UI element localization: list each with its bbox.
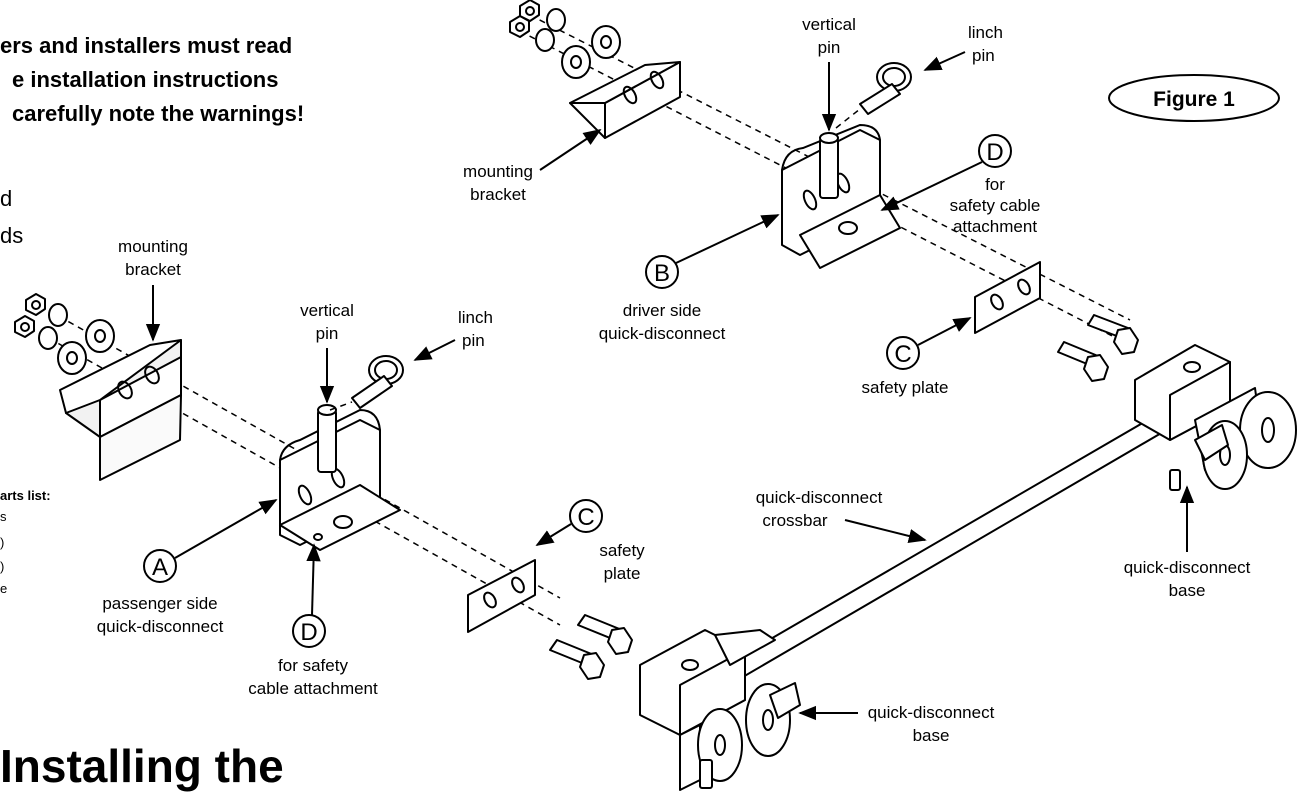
passenger-quick-disconnect [279,404,401,551]
label-safety-plate-left-2: plate [604,564,641,583]
label-linch-pin-left-1: linch [458,308,493,327]
label-linch-pin-left-2: pin [462,331,485,350]
arrow-linch-pin-right [923,51,966,71]
label-passenger-2: quick-disconnect [97,617,224,636]
label-cable-right-2: safety cable [950,196,1041,215]
label-cable-right-3: attachment [953,217,1037,236]
callout-d-left: D [300,619,317,646]
label-cable-left-1: for safety [278,656,348,675]
callout-a: A [152,554,168,581]
arrow-crossbar [844,519,927,544]
label-mounting-bracket-right-1: mounting [463,162,533,181]
arrow-callout-d-right [880,161,983,211]
arrow-callout-a [174,499,278,559]
parts-list: arts list: s ) ) e [0,488,51,596]
parts-list-line-2: ) [0,535,4,550]
parts-list-line-1: s [0,509,7,524]
label-mounting-bracket-left-1: mounting [118,237,188,256]
text-fragment-2: ds [0,223,23,248]
callout-d-right-circle [978,134,1012,168]
arrow-callout-c-left [535,523,572,546]
quick-disconnect-crossbar [639,344,1297,791]
figure-label-outline [1108,74,1280,122]
figure-label: Figure 1 [1108,74,1280,122]
left-washer-2 [85,319,115,353]
callout-c-right-circle [886,336,920,370]
arrow-mounting-bracket-right [539,129,602,171]
left-bolts [549,614,633,680]
label-vertical-pin-right-2: pin [818,38,841,57]
figure-label-text: Figure 1 [1153,88,1235,111]
left-hardware [14,293,115,375]
arrow-callout-c-right [917,317,972,346]
label-crossbar-1: quick-disconnect [756,488,883,507]
label-base-bottom-2: base [913,726,950,745]
left-lockwasher-2 [48,303,68,327]
label-driver-2: quick-disconnect [599,324,726,343]
callout-b: B [654,260,670,287]
label-passenger-1: passenger side [102,594,217,613]
callout-c-left: C [577,504,594,531]
warning-block: ers and installers must read e installat… [0,33,304,126]
left-mounting-bracket [59,339,182,481]
label-safety-plate-right: safety plate [862,378,949,397]
section-heading: Installing the [0,740,284,792]
left-lockwasher-1 [38,326,58,350]
callout-b-circle [645,255,679,289]
warning-line-1: ers and installers must read [0,33,292,58]
label-cable-left-2: cable attachment [248,679,378,698]
label-vertical-pin-right-1: vertical [802,15,856,34]
arrow-callout-b [675,214,780,264]
label-safety-plate-left-1: safety [599,541,645,560]
arrow-callout-d-left [306,543,321,616]
right-hardware [509,0,621,79]
label-driver-1: driver side [623,301,701,320]
label-base-right-1: quick-disconnect [1124,558,1251,577]
label-base-right-2: base [1169,581,1206,600]
label-linch-pin-right-1: linch [968,23,1003,42]
callout-d-left-circle [292,614,326,648]
label-mounting-bracket-left-2: bracket [125,260,181,279]
right-safety-plate [974,261,1041,334]
label-vertical-pin-left-2: pin [316,324,339,343]
parts-list-line-3: ) [0,559,4,574]
right-bolts [1057,314,1139,382]
label-base-bottom-1: quick-disconnect [868,703,995,722]
right-linch-pin [859,62,912,115]
warning-line-3: carefully note the warnings! [12,101,304,126]
callout-c-right: C [894,341,911,368]
label-linch-pin-right-2: pin [972,46,995,65]
callout-a-circle [143,549,177,583]
callout-c-left-circle [569,499,603,533]
driver-quick-disconnect [781,123,901,269]
parts-list-line-4: e [0,581,7,596]
label-cable-right-1: for [985,175,1005,194]
callout-d-right: D [986,139,1003,166]
left-washer-1 [57,341,87,375]
text-fragment-1: d [0,186,12,211]
arrow-linch-pin-left [413,339,456,361]
label-crossbar-2: crossbar [762,511,828,530]
label-vertical-pin-left-1: vertical [300,301,354,320]
parts-list-title: arts list: [0,488,51,503]
warning-line-2: e installation instructions [12,67,278,92]
label-mounting-bracket-right-2: bracket [470,185,526,204]
left-safety-plate [467,559,536,633]
left-linch-pin [329,355,404,411]
